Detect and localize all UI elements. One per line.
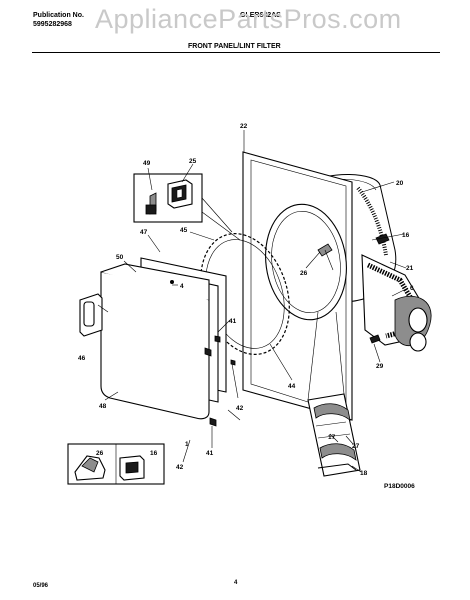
callout-16-inset: 16 (150, 450, 158, 457)
watermark: AppliancePartsPros.com (95, 4, 402, 34)
callout-21: 21 (406, 265, 414, 272)
inset-box-49-25 (133, 173, 241, 241)
diagram-code: P18D0006 (384, 483, 415, 490)
model-number: GLER642AS (240, 12, 281, 19)
callout-27: 27 (352, 443, 360, 450)
inset-box-26-16 (67, 443, 165, 485)
page-title: FRONT PANEL/LINT FILTER (188, 43, 281, 50)
title-rule (32, 52, 440, 53)
callout-41-upper: 41 (229, 318, 237, 325)
callout-labels: 22 20 16 21 6 29 26 49 25 45 47 50 4 41 … (78, 123, 415, 490)
callout-25: 25 (189, 158, 197, 165)
front-panel-22 (242, 151, 353, 421)
callout-42-lower: 42 (176, 464, 184, 471)
callout-18: 18 (360, 470, 368, 477)
callout-49: 49 (143, 160, 151, 167)
callout-4: 4 (180, 283, 184, 290)
callout-50: 50 (116, 254, 124, 261)
publication-label: Publication No. (33, 12, 84, 19)
callout-16-drum: 16 (402, 232, 410, 239)
callout-47: 47 (140, 229, 148, 236)
callout-45: 45 (180, 227, 188, 234)
callout-29: 29 (376, 363, 384, 370)
front-door-assembly (100, 233, 290, 427)
callout-20: 20 (396, 180, 404, 187)
drum-and-bulkhead (299, 174, 432, 352)
callout-26-inset: 26 (96, 450, 104, 457)
callout-46: 46 (78, 355, 86, 362)
inset-box-lint-filter (307, 311, 361, 477)
callout-1: 1 (185, 441, 189, 448)
footer-date: 05/96 (33, 583, 49, 589)
callout-22: 22 (240, 123, 248, 130)
callout-26-panel: 26 (300, 270, 308, 277)
door-handle-46 (79, 293, 109, 337)
callout-17: 17 (328, 434, 336, 441)
callout-44: 44 (288, 383, 296, 390)
footer-page: 4 (234, 580, 238, 586)
publication-number: 5995282968 (33, 21, 72, 28)
callout-42-right: 42 (236, 405, 244, 412)
callout-6: 6 (410, 285, 414, 292)
callout-48: 48 (99, 403, 107, 410)
leader-lines (104, 130, 409, 473)
callout-41-lower: 41 (206, 450, 214, 457)
